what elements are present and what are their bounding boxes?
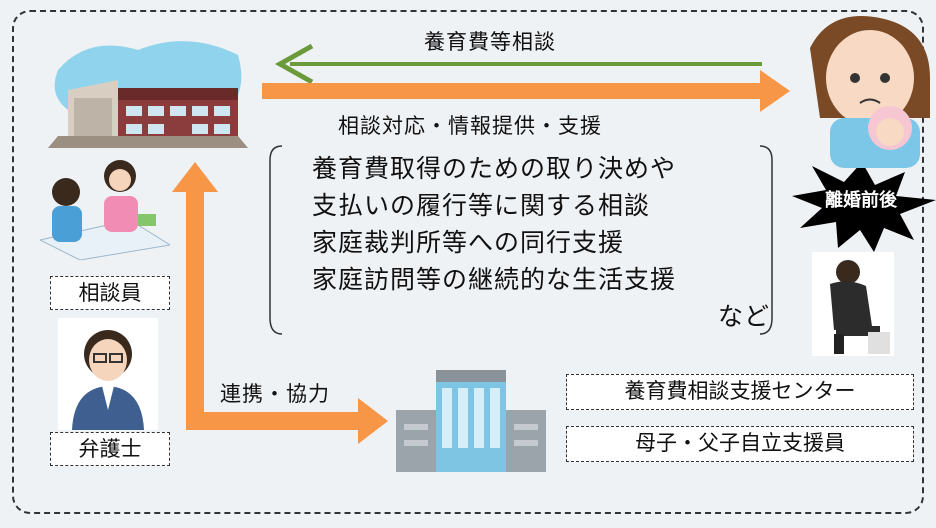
org-label-support-staff: 母子・父子自立支援員 bbox=[566, 426, 914, 462]
role-label-lawyer: 弁護士 bbox=[50, 432, 170, 466]
service-item-etc: など bbox=[717, 302, 770, 331]
service-item: 養育費取得のための取り決めや bbox=[312, 154, 677, 183]
response-label: 相談対応・情報提供・支援 bbox=[338, 114, 602, 138]
service-item: 家庭訪問等の継続的な生活支援 bbox=[312, 265, 677, 294]
response-arrow bbox=[262, 70, 790, 112]
cooperation-label: 連携・協力 bbox=[220, 382, 330, 406]
mother-baby-icon bbox=[790, 8, 936, 172]
divorce-badge: 離婚前後 bbox=[825, 190, 897, 211]
diagram-frame bbox=[12, 10, 924, 514]
worried-man-icon bbox=[812, 252, 894, 360]
services-list: 養育費取得のための取り決めや 支払いの履行等に関する相談 家庭裁判所等への同行支… bbox=[312, 150, 770, 335]
services-bracket bbox=[269, 145, 773, 335]
lawyer-person-icon bbox=[58, 318, 158, 434]
cooperation-arrow bbox=[172, 162, 388, 444]
service-item: 支払いの履行等に関する相談 bbox=[312, 191, 651, 220]
org-label-center: 養育費相談支援センター bbox=[566, 374, 914, 410]
role-label-counselor: 相談員 bbox=[50, 276, 170, 310]
request-label: 養育費等相談 bbox=[424, 30, 556, 54]
support-center-building-icon bbox=[396, 370, 546, 476]
city-office-building-icon bbox=[48, 30, 248, 152]
service-item: 家庭裁判所等への同行支援 bbox=[312, 228, 625, 257]
request-arrow bbox=[274, 43, 762, 85]
counseling-scene-icon bbox=[38, 150, 172, 264]
badge-burst bbox=[792, 162, 936, 252]
